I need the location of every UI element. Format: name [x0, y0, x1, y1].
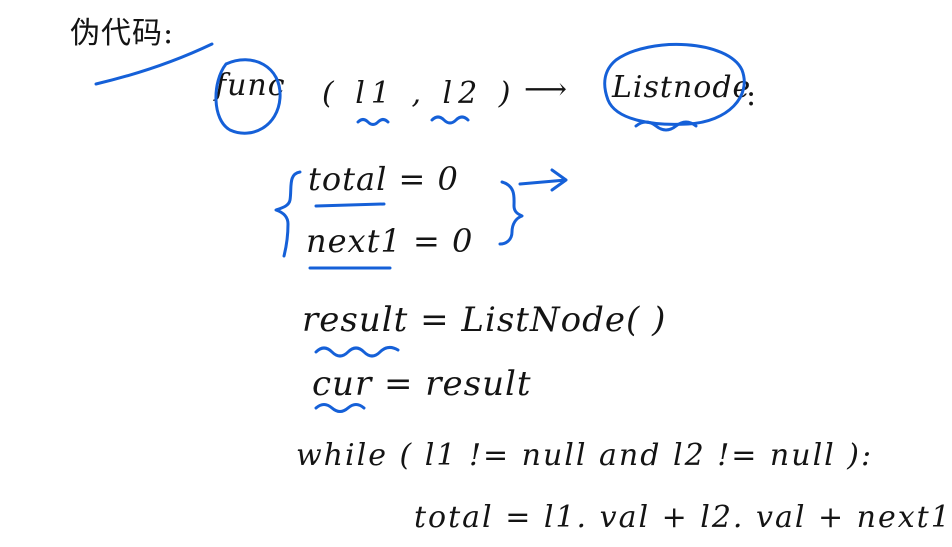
code-line-cur-init: cur = result — [312, 364, 532, 404]
return-arrow: ⟶ — [524, 72, 569, 107]
code-line-next1-init: next1 = 0 — [306, 222, 474, 260]
l1-squiggle — [356, 118, 390, 126]
left-brace — [274, 170, 302, 258]
heading-underline — [94, 42, 214, 86]
code-line-total-sum: total = l1. val + l2. val + next1 — [414, 500, 952, 535]
func-circle — [214, 58, 282, 135]
right-brace — [498, 180, 524, 246]
return-type-circle — [603, 42, 746, 126]
l2-squiggle — [430, 115, 470, 125]
code-line-result-init: result = ListNode( ) — [302, 300, 667, 340]
brace-arrow — [518, 168, 568, 192]
code-line-total-init: total = 0 — [308, 160, 459, 198]
return-type-squiggle — [634, 120, 698, 132]
result-squiggle — [314, 345, 400, 358]
function-params: ( l1 , l2 ) — [322, 76, 517, 111]
code-line-while-loop: while ( l1 != null and l2 != null ): — [296, 438, 874, 473]
page-heading: 伪代码: — [70, 16, 175, 51]
return-type: Listnode — [612, 70, 752, 105]
cur-squiggle — [314, 403, 366, 413]
signature-colon: : — [746, 78, 758, 113]
total-underline — [314, 202, 386, 208]
